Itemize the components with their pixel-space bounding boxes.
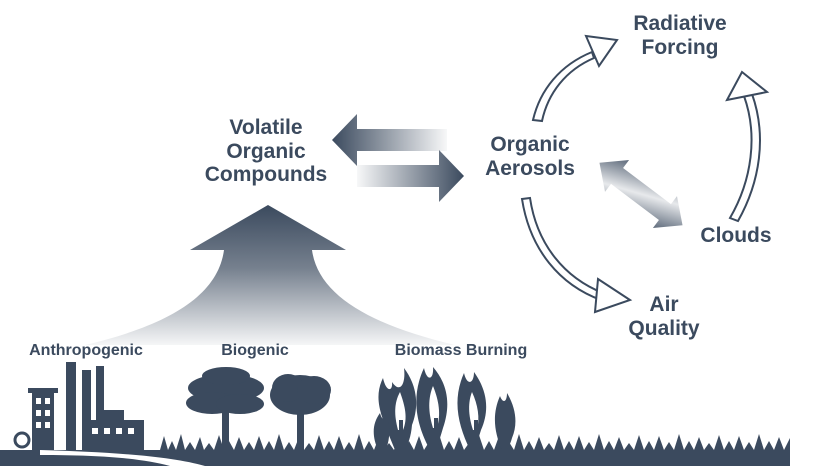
forcing-arrow (531, 34, 619, 123)
organic-aerosols-label: Organic Aerosols (468, 133, 592, 180)
organic-aerosols-line1: Organic (490, 133, 570, 156)
organic-aerosols-line2: Aerosols (485, 156, 575, 180)
clouds-forcing-arrow (725, 70, 770, 223)
radiative-forcing-line1: Radiative (633, 12, 727, 35)
biomass-burning-label: Biomass Burning (368, 342, 554, 360)
air-quality-arrow (520, 196, 633, 314)
radiative-forcing-label: Radiative Forcing (606, 12, 754, 59)
road (40, 450, 205, 466)
voc-right-arrow (357, 150, 464, 202)
anthropogenic-label-text: Anthropogenic (29, 342, 143, 359)
ground (0, 434, 790, 466)
biogenic-label: Biogenic (200, 342, 310, 360)
voc-label-line3: Compounds (204, 163, 328, 187)
air-quality-line1: Air (649, 293, 679, 316)
emission-up-arrow (85, 205, 455, 345)
clouds-label-text: Clouds (700, 224, 772, 247)
voc-left-arrow (332, 114, 447, 166)
air-quality-label: Air Quality (612, 293, 716, 340)
radiative-forcing-line2: Forcing (641, 35, 719, 59)
biogenic-label-text: Biogenic (221, 342, 289, 359)
voc-label: Volatile Organic Compounds (196, 116, 336, 187)
anthropogenic-label: Anthropogenic (8, 342, 164, 360)
clouds-label: Clouds (684, 224, 788, 248)
voc-label-line2: Organic (226, 139, 306, 163)
biomass-burning-label-text: Biomass Burning (394, 342, 528, 359)
voc-label-line1: Volatile (229, 116, 303, 139)
aerosol-clouds-arrow (599, 159, 683, 229)
fire-icon (373, 367, 516, 450)
tree-icon (186, 367, 331, 450)
factory-icon (13, 362, 144, 450)
air-quality-line2: Quality (628, 316, 700, 340)
